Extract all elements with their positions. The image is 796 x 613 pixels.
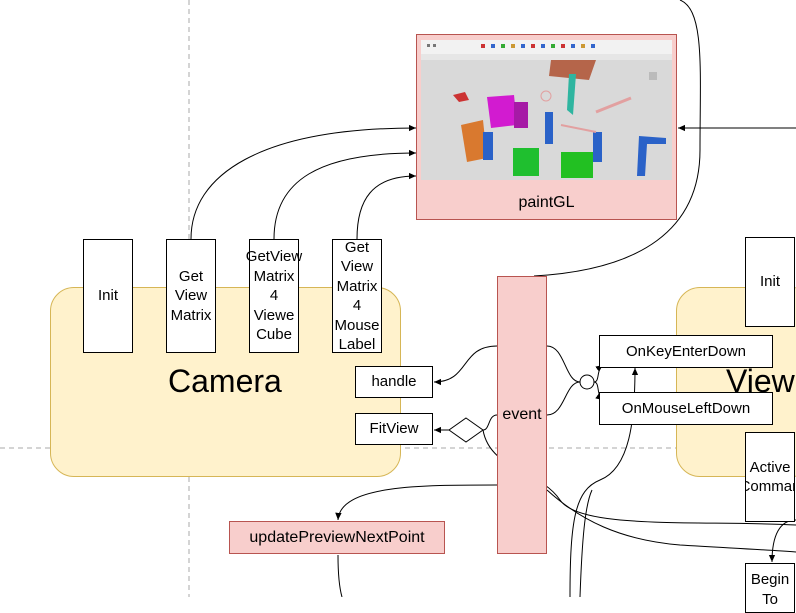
camera-getviewmatrix-label: Get View Matrix — [170, 267, 212, 324]
event-label: event — [502, 406, 542, 423]
edge-event-handle — [433, 345, 498, 386]
camera-group-label: Camera — [168, 363, 282, 399]
edge-event-diamond — [482, 414, 498, 431]
edge-getviewmatrix4mouse-paintgl — [356, 172, 417, 240]
camera-init-label: Init — [97, 287, 118, 305]
decision-diamond — [448, 417, 484, 443]
view-activecommand-label: Active Comman — [746, 458, 794, 496]
edge-updatepreview-down — [337, 554, 343, 597]
onmouseleftdown-label: OnMouseLeftDown — [621, 399, 751, 417]
updatepreviewnextpoint-node[interactable]: updatePreviewNextPoint — [229, 521, 445, 554]
edge-lower-2 — [546, 489, 796, 553]
view-init-box[interactable]: Init — [745, 237, 795, 327]
edge-event-junction-bottom — [546, 381, 581, 416]
paintgl-label: paintGL — [518, 194, 575, 211]
view-init-label: Init — [759, 273, 780, 291]
edge-event-top — [533, 0, 701, 277]
view-begin-box[interactable]: Begin To — [745, 563, 795, 613]
view-begin-label: Begin To — [750, 571, 790, 608]
camera-getviewmatrix-cube-box[interactable]: GetView Matrix 4 Viewe Cube — [245, 239, 303, 353]
fitview-node[interactable]: FitView — [355, 413, 433, 445]
edge-event-junction-top — [546, 345, 581, 383]
edge-lower-4 — [579, 489, 593, 597]
edge-view-begin — [768, 519, 796, 563]
onkeyenterdown-label: OnKeyEnterDown — [625, 342, 747, 360]
paintgl-preview-image — [421, 40, 672, 180]
event-node[interactable] — [497, 276, 547, 554]
camera-getviewmatrix-mouse-box[interactable]: Get View Matrix 4 Mouse Label — [332, 239, 382, 353]
edge-getviewmatrix-paintgl — [190, 124, 417, 240]
camera-getviewmatrix-mouse-label: Get View Matrix 4 Mouse Label — [334, 238, 380, 354]
junction-circle — [579, 374, 595, 390]
edge-getviewmatrix4cube-paintgl — [273, 149, 417, 240]
view-activecommand-box[interactable]: Active Comman — [745, 432, 795, 522]
updatepreviewnextpoint-label: updatePreviewNextPoint — [249, 528, 425, 546]
camera-getviewmatrix-cube-label: GetView Matrix 4 Viewe Cube — [245, 248, 303, 344]
fitview-label: FitView — [369, 420, 419, 438]
handle-label: handle — [371, 373, 417, 391]
onmouseleftdown-node[interactable]: OnMouseLeftDown — [599, 392, 773, 425]
camera-getviewmatrix-box[interactable]: Get View Matrix — [166, 239, 216, 353]
onkeyenterdown-node[interactable]: OnKeyEnterDown — [599, 335, 773, 368]
camera-init-box[interactable]: Init — [83, 239, 133, 353]
handle-node[interactable]: handle — [355, 366, 433, 398]
3d-viewport-thumbnail — [421, 40, 672, 178]
edge-event-updatepreview — [335, 484, 498, 521]
